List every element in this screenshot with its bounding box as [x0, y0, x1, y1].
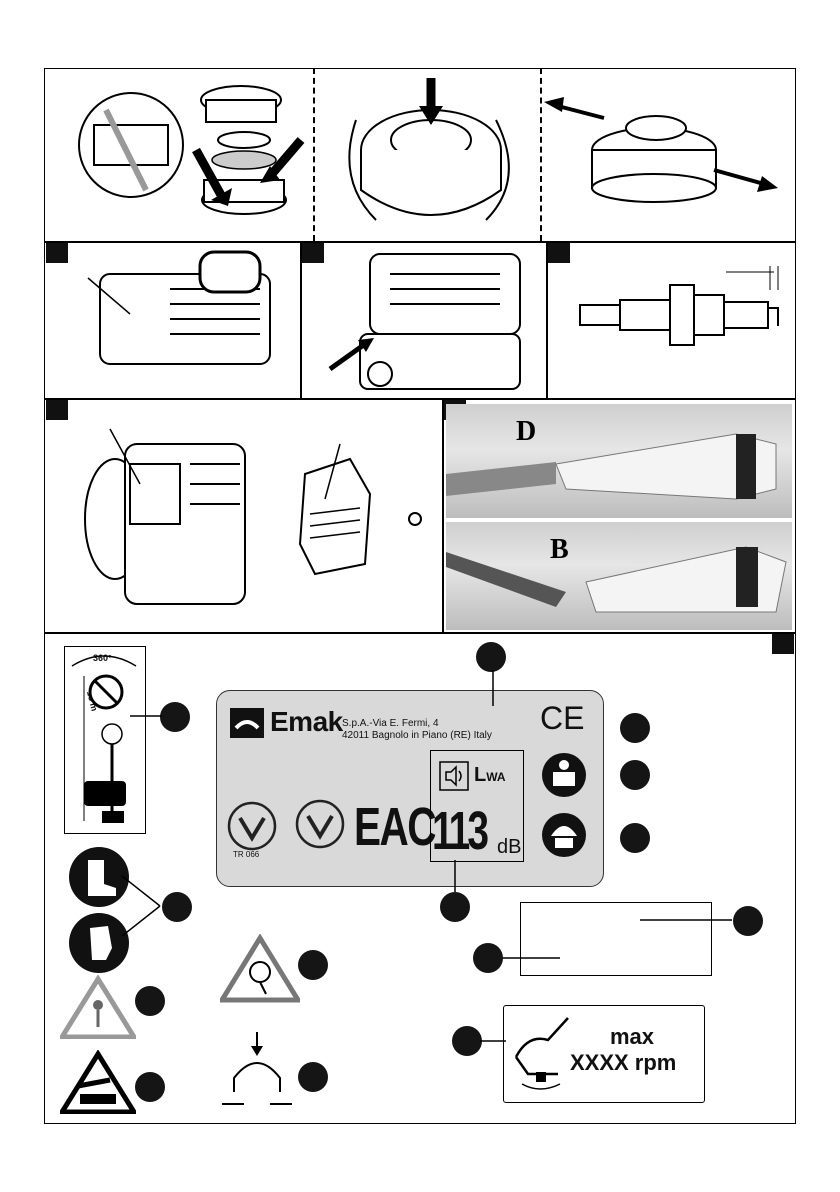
rpm-leader	[480, 1036, 510, 1046]
trimmer-head-icon	[508, 1012, 578, 1092]
no-bystanders-icon	[64, 646, 144, 832]
callout-badge	[162, 892, 192, 922]
guard-position-icon	[220, 1030, 294, 1110]
address-line-1: S.p.A.-Via E. Fermi, 4	[342, 718, 492, 730]
callout-badge	[298, 950, 328, 980]
callout-badge	[620, 760, 650, 790]
rotating-head-warning-icon	[220, 934, 300, 1004]
max-rpm-line2: XXXX rpm	[570, 1050, 676, 1076]
callout-badge	[452, 1026, 482, 1056]
callout-badge	[135, 986, 165, 1016]
spool-disassembly-illustration	[46, 70, 312, 240]
callout-badge	[620, 713, 650, 743]
sound-power-unit: dB	[497, 836, 521, 859]
sound-power-label: LWA	[474, 764, 506, 787]
helmet-icon	[541, 812, 587, 858]
box-leaders	[500, 910, 740, 970]
divider-dashed-2	[540, 68, 542, 241]
callout-badge	[298, 1062, 328, 1092]
section-marker	[772, 634, 794, 654]
read-manual-icon	[541, 752, 587, 798]
brand-logo-icon	[230, 708, 264, 738]
sound-leader	[450, 860, 460, 894]
divider-3	[442, 398, 444, 632]
address-line-2: 42011 Bagnolo in Piano (RE) Italy	[342, 730, 492, 742]
grease-tube-bottom	[446, 522, 792, 630]
callout-badge	[476, 642, 506, 672]
spool-line-illustration	[544, 70, 794, 240]
divider-2a	[300, 241, 302, 398]
plate-leader	[488, 670, 498, 710]
ce-mark: CE	[540, 700, 584, 737]
divider-dashed-1	[313, 68, 315, 241]
callout-badge	[620, 823, 650, 853]
section-marker	[46, 243, 68, 263]
row-divider-1	[44, 241, 796, 243]
engine-cover-illustration	[70, 404, 430, 624]
grease-tube-top	[446, 404, 792, 518]
speaker-icon	[438, 760, 470, 792]
section-marker	[46, 400, 68, 420]
certification-code: TR 066	[233, 850, 259, 859]
thrown-objects-warning-icon	[60, 975, 136, 1039]
spool-press-illustration	[316, 70, 538, 240]
fuel-primer-illustration	[320, 244, 544, 396]
max-rpm-line1: max	[610, 1024, 654, 1050]
certification-mark-icon	[226, 800, 278, 852]
brand-name: Emak	[270, 706, 343, 738]
manufacturer-address: S.p.A.-Via E. Fermi, 4 42011 Bagnolo in …	[342, 718, 492, 742]
callout-badge	[440, 892, 470, 922]
certification-mark-2-icon	[294, 798, 346, 850]
callout-leader	[130, 700, 170, 730]
hot-surface-warning-icon	[60, 1050, 136, 1114]
callout-badge	[473, 943, 503, 973]
grease-photo-label-d: D	[516, 416, 536, 448]
spark-plug-illustration	[560, 250, 790, 390]
row-divider-2	[44, 398, 796, 400]
eac-mark: EAC	[354, 796, 435, 858]
engine-side-illustration	[70, 244, 298, 396]
callout-badge	[135, 1072, 165, 1102]
sound-power-value: 113	[432, 800, 486, 862]
row-divider-3	[44, 632, 796, 634]
divider-2b	[546, 241, 548, 398]
grease-photo-label-b: B	[550, 534, 569, 566]
callout-badge	[733, 906, 763, 936]
